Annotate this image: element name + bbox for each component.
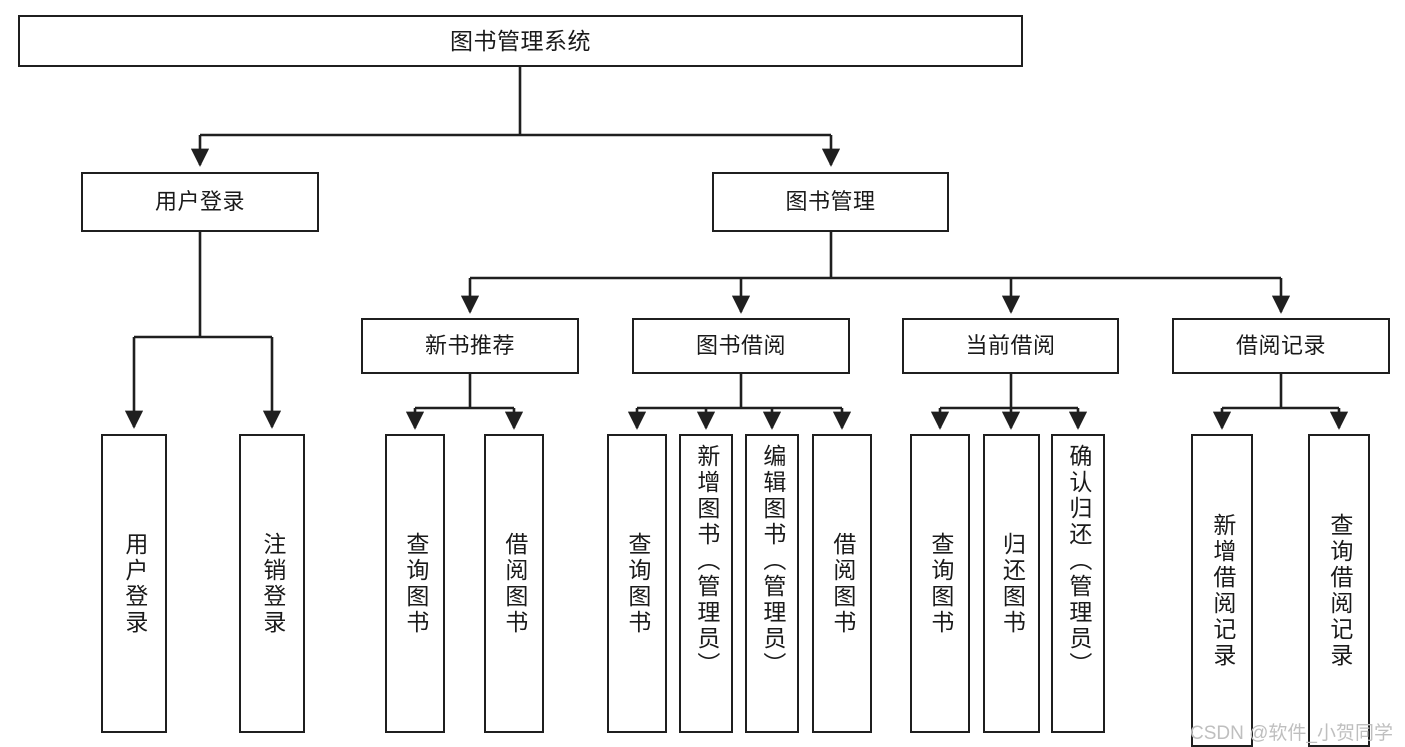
node-new-book-recommend[interactable]: 新书推荐	[361, 318, 579, 374]
node-leaf-borrow-book-2-label: 借阅图书	[829, 531, 856, 636]
node-book-borrow[interactable]: 图书借阅	[632, 318, 850, 374]
node-leaf-borrow-book-2[interactable]: 借阅图书	[812, 434, 872, 733]
node-leaf-edit-book-label: 编辑图书（管理员）	[759, 444, 786, 678]
node-leaf-add-record[interactable]: 新增借阅记录	[1191, 434, 1253, 747]
node-book-manage[interactable]: 图书管理	[712, 172, 949, 232]
node-current-borrow-label: 当前借阅	[965, 333, 1056, 358]
node-leaf-query-book-1-label: 查询图书	[402, 531, 429, 636]
node-new-book-recommend-label: 新书推荐	[424, 333, 515, 358]
node-leaf-return-book[interactable]: 归还图书	[983, 434, 1040, 733]
node-leaf-logout[interactable]: 注销登录	[239, 434, 305, 733]
node-leaf-edit-book[interactable]: 编辑图书（管理员）	[745, 434, 799, 733]
node-leaf-query-record[interactable]: 查询借阅记录	[1308, 434, 1370, 747]
node-leaf-user-login-label: 用户登录	[121, 531, 148, 636]
node-leaf-confirm-return-label: 确认归还（管理员）	[1065, 444, 1092, 678]
node-leaf-return-book-label: 归还图书	[999, 531, 1026, 636]
node-leaf-borrow-book-1-label: 借阅图书	[501, 531, 528, 636]
node-current-borrow[interactable]: 当前借阅	[902, 318, 1119, 374]
node-leaf-query-book-2-label: 查询图书	[624, 531, 651, 636]
csdn-watermark: CSDN @软件_小贺同学	[1190, 723, 1393, 744]
node-leaf-query-record-label: 查询借阅记录	[1326, 512, 1353, 669]
node-leaf-query-book-1[interactable]: 查询图书	[385, 434, 445, 733]
node-user-login[interactable]: 用户登录	[81, 172, 319, 232]
node-borrow-record[interactable]: 借阅记录	[1172, 318, 1390, 374]
node-user-login-label: 用户登录	[154, 189, 245, 214]
node-leaf-add-record-label: 新增借阅记录	[1209, 512, 1236, 669]
node-leaf-logout-label: 注销登录	[259, 531, 286, 636]
node-leaf-query-book-3-label: 查询图书	[927, 531, 954, 636]
node-leaf-add-book-label: 新增图书（管理员）	[693, 444, 720, 678]
node-borrow-record-label: 借阅记录	[1235, 333, 1326, 358]
node-leaf-query-book-2[interactable]: 查询图书	[607, 434, 667, 733]
node-root[interactable]: 图书管理系统	[18, 15, 1023, 67]
node-leaf-user-login[interactable]: 用户登录	[101, 434, 167, 733]
node-leaf-borrow-book-1[interactable]: 借阅图书	[484, 434, 544, 733]
node-root-label: 图书管理系统	[450, 27, 591, 54]
node-leaf-add-book[interactable]: 新增图书（管理员）	[679, 434, 733, 733]
node-book-manage-label: 图书管理	[785, 189, 876, 214]
node-book-borrow-label: 图书借阅	[695, 333, 786, 358]
node-leaf-query-book-3[interactable]: 查询图书	[910, 434, 970, 733]
node-leaf-confirm-return[interactable]: 确认归还（管理员）	[1051, 434, 1105, 733]
